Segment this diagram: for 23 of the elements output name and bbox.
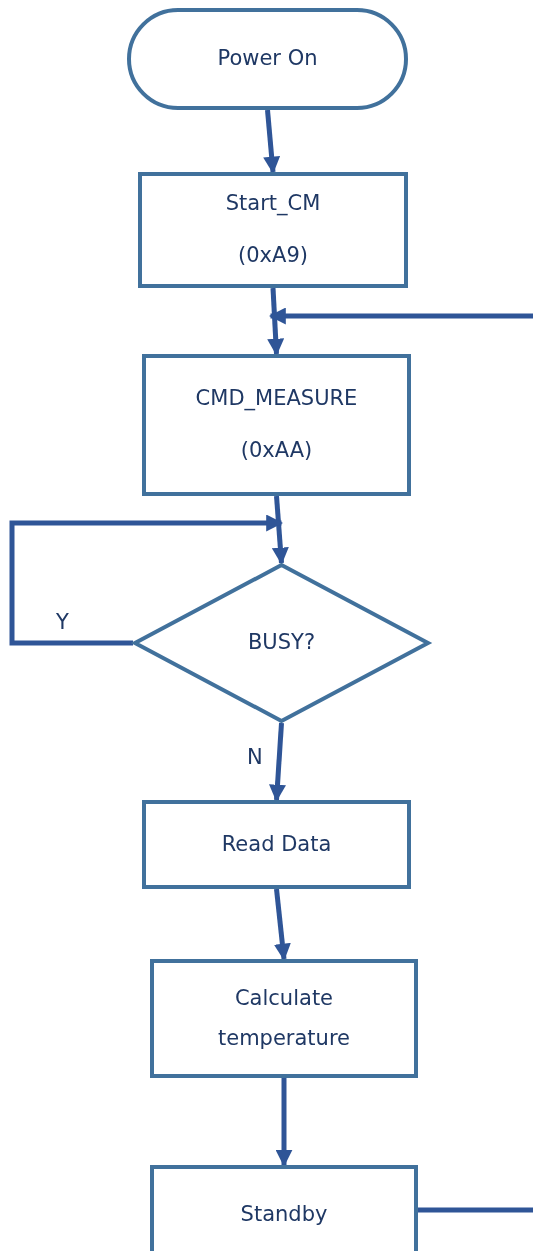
arrow [271,495,289,565]
arrow [269,722,286,802]
arrow [275,1078,293,1167]
process-box [138,172,408,288]
process-box [150,1165,418,1251]
node-text: CMD_MEASURE [195,385,358,413]
node-text: Start_CM [225,190,321,218]
process-box [150,959,418,1078]
node-text: Power On [217,45,318,73]
node-text: Calculate temperature [217,984,351,1052]
arrow [273,888,291,961]
node-text: BUSY? [247,629,316,657]
process-box [142,800,411,889]
node-text: Standby [240,1201,328,1229]
process-box [142,354,411,496]
arrow [263,109,281,174]
decision-diamond [133,563,430,723]
node-text: (0xAA) [240,437,313,464]
arrow [268,307,533,1213]
node-text: Read Data [221,830,332,858]
arrow [267,287,285,356]
arrow [9,514,284,646]
node-text: (0xA9) [238,242,308,269]
